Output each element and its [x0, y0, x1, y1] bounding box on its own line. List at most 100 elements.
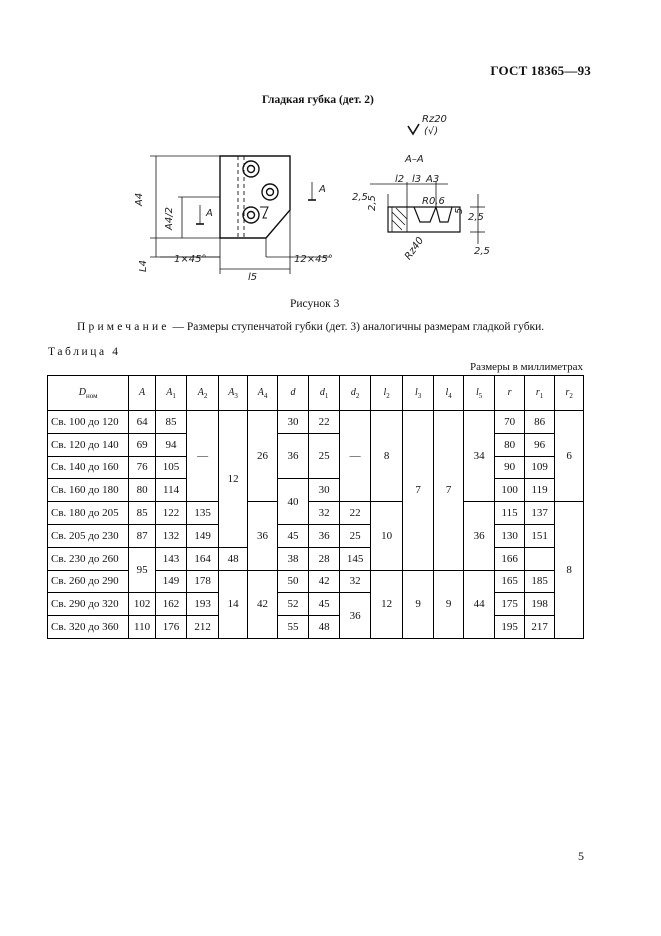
- table-row: Св. 120 до 140 69 94 36 25 80 96: [46, 432, 584, 480]
- table-cell: 8: [370, 409, 403, 503]
- table-cell: 115: [494, 501, 525, 525]
- table-cell: 28: [308, 546, 340, 571]
- hole-top: [242, 160, 260, 178]
- table-cell: 36: [462, 501, 496, 571]
- table-cell: 143: [154, 546, 188, 571]
- table-cell: 52: [276, 592, 310, 617]
- table-cell: 25: [308, 432, 340, 480]
- label-25a: 2,5: [352, 192, 368, 203]
- header-cell: A3: [217, 375, 249, 411]
- table-cell: Св. 160 до 180: [46, 478, 130, 503]
- table-cell: 48: [217, 546, 249, 571]
- table-cell: 119: [523, 478, 556, 503]
- label-chamfer-right: 12×45°: [294, 254, 333, 265]
- table-row: Св. 100 до 120 64 85 — 12 26 30 22 — 8 7…: [46, 409, 584, 571]
- note-label: Примечание: [77, 321, 170, 333]
- table-cell: 94: [154, 432, 188, 457]
- table-cell: Св. 180 до 205: [46, 501, 130, 525]
- table-cell: 76: [128, 455, 156, 480]
- label-check: (√): [424, 126, 438, 137]
- dimensions-table: Dном A A1 A2 A3 A4 d d1 d2 l2 l3 l4 l5 r…: [46, 375, 584, 639]
- table-cell: 85: [154, 410, 188, 434]
- label-A3: A3: [425, 174, 439, 185]
- table-cell: 64: [128, 410, 156, 434]
- table-cell: 193: [186, 592, 219, 617]
- table-cell: 38: [276, 546, 310, 571]
- header-cell: l4: [433, 375, 464, 411]
- table-cell: 6: [554, 409, 584, 503]
- label-A4: A4: [134, 193, 145, 207]
- table-cell: 42: [247, 569, 278, 639]
- table-cell: 50: [276, 569, 310, 594]
- table-row: Св. 320 до 360 110 176 212 55 48 195 217: [46, 615, 584, 639]
- hole-bottom: [242, 206, 260, 224]
- table-caption: Таблица 4: [48, 346, 121, 358]
- label-A-right: A: [318, 184, 326, 195]
- table-cell: 185: [523, 569, 556, 594]
- table-cell: 198: [523, 592, 556, 617]
- table-cell: 42: [308, 569, 340, 594]
- figure-title: Гладкая губка (дет. 2): [262, 94, 374, 106]
- label-A-left: A: [205, 208, 213, 219]
- label-r06: R0,6: [422, 196, 445, 207]
- table-cell: 14: [217, 569, 249, 639]
- table-cell: 10: [370, 501, 403, 571]
- table-cell: Св. 260 до 290: [46, 569, 130, 594]
- label-chamfer-left: 1×45°: [174, 254, 206, 265]
- technical-drawing: A4 A4/2 L4 A A 1×45° 12×45° l5 Rz20 (√) …: [130, 112, 510, 290]
- table-cell: 9: [401, 569, 435, 639]
- table-cell: 36: [308, 523, 340, 548]
- table-cell: 162: [154, 592, 188, 617]
- table-cell: 132: [154, 523, 188, 548]
- label-L4: L4: [138, 260, 149, 272]
- table-cell: 80: [494, 432, 525, 457]
- figure-caption: Рисунок 3: [290, 298, 340, 310]
- table-cell: 135: [186, 501, 219, 525]
- table-cell: 114: [154, 478, 188, 503]
- label-25d: 2,5: [474, 246, 490, 257]
- note-text: — Размеры ступенчатой губки (дет. 3) ана…: [172, 321, 545, 333]
- table-cell: 145: [338, 546, 372, 571]
- table-cell: Св. 120 до 140: [46, 432, 130, 457]
- plate-outline: [219, 155, 291, 239]
- table-cell: 151: [523, 523, 556, 548]
- table-cell: 217: [523, 615, 556, 639]
- table-cell: 137: [523, 501, 556, 525]
- header-cell: A2: [186, 375, 219, 411]
- table-cell: 40: [276, 478, 310, 525]
- table-cell: 36: [247, 501, 278, 571]
- header-cell: r1: [523, 375, 556, 411]
- table-row: Св. 160 до 180 80 114 40 30 100 119: [46, 478, 584, 525]
- table-row: Св. 260 до 290 149 178 14 42 50 42 32 12…: [46, 569, 584, 639]
- table-cell: 45: [276, 523, 310, 548]
- standard-code: ГОСТ 18365—93: [490, 63, 591, 78]
- units-note: Размеры в миллиметрах: [470, 361, 583, 373]
- label-A4-half: A4/2: [164, 207, 175, 231]
- header-cell: l3: [401, 375, 435, 411]
- table-cell: 34: [462, 409, 496, 503]
- table-cell: 22: [308, 410, 340, 434]
- table-cell: —: [338, 409, 372, 503]
- table-cell: 110: [128, 615, 156, 639]
- header-cell: A: [128, 375, 156, 411]
- header-cell: d1: [308, 375, 340, 411]
- table-cell: 95: [128, 546, 156, 594]
- table-cell: 109: [523, 455, 556, 480]
- table-header-row: Dном A A1 A2 A3 A4 d d1 d2 l2 l3 l4 l5 r…: [46, 375, 584, 411]
- table-cell: —: [186, 409, 219, 503]
- table-row: Св. 205 до 230 87 132 149 45 36 25 130 1…: [46, 523, 584, 548]
- table-cell: Св. 100 до 120: [46, 410, 130, 434]
- table-cell: 48: [308, 615, 340, 639]
- table-row: Св. 290 до 320 102 162 193 52 45 36 175 …: [46, 592, 584, 639]
- header-cell: A1: [154, 375, 188, 411]
- label-l3: l3: [412, 174, 421, 185]
- header-cell: d2: [338, 375, 372, 411]
- header-cell: r2: [554, 375, 584, 411]
- table-cell: 175: [494, 592, 525, 617]
- table-cell: 32: [308, 501, 340, 525]
- label-rz20: Rz20: [422, 114, 447, 125]
- table-cell: 164: [186, 546, 219, 571]
- table-cell: 149: [186, 523, 219, 548]
- table-cell: 87: [128, 523, 156, 548]
- label-l2: l2: [395, 174, 404, 185]
